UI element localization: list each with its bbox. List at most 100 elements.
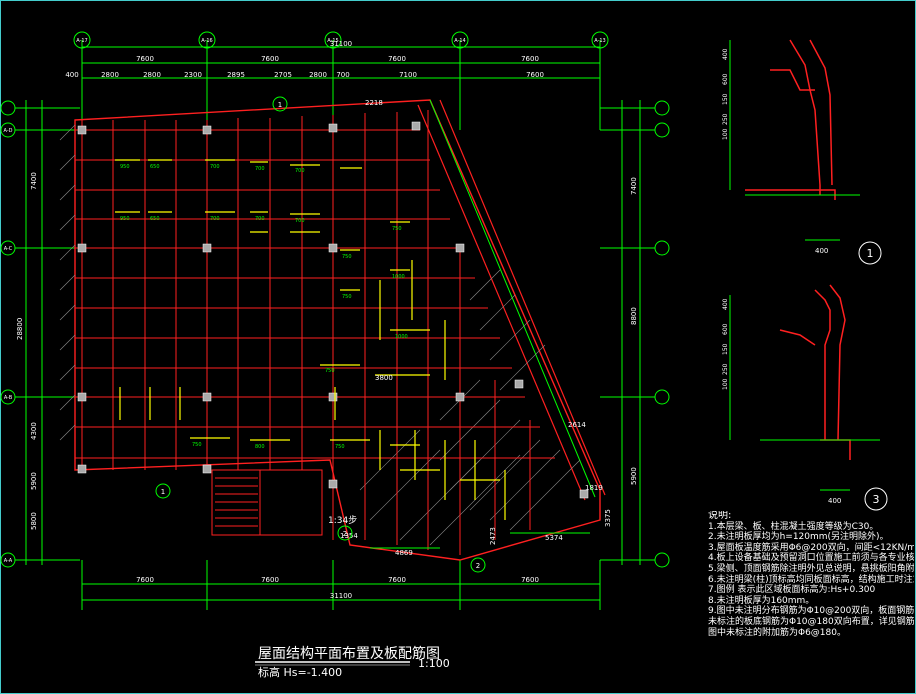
axis-label: A-B	[4, 395, 13, 401]
svg-text:700: 700	[295, 168, 305, 174]
section-marker-labels: 11 22	[161, 101, 480, 570]
svg-text:950: 950	[120, 164, 130, 170]
drawing-title: 屋面结构平面布置及板配筋图	[258, 646, 440, 662]
drawing-subtitle: 标高 Hs=-1.400	[258, 666, 343, 679]
note-item: 3.屋面板温度筋采用Φ6@200双向，间距<12KN/m²。	[708, 542, 914, 553]
svg-text:750: 750	[392, 226, 402, 232]
plate-dim: 2614	[568, 421, 586, 429]
bottom-total-dim: 31100	[330, 592, 352, 600]
svg-text:700: 700	[210, 216, 220, 222]
detail-bottom-dim: 400	[815, 247, 828, 255]
plate-dimension-text: 4869 5374 2218 2614 1819 3375 2473 1354 …	[340, 99, 612, 557]
svg-text:750: 750	[335, 444, 345, 450]
svg-text:750: 750	[192, 442, 202, 448]
svg-text:1: 1	[278, 101, 282, 109]
detail-dim: 250	[722, 113, 729, 125]
section-markers	[155, 96, 486, 573]
svg-text:750: 750	[325, 368, 335, 374]
axis-label: A-17	[76, 38, 87, 44]
right-dim: 7400	[630, 177, 638, 195]
top-bay-dim: 7600	[521, 55, 539, 63]
plate-dim: 3800	[375, 374, 393, 382]
rebar-marks	[115, 159, 506, 520]
top-subdim: 2800	[143, 71, 161, 79]
detail-dim: 100	[722, 378, 729, 390]
top-bay-dim: 7600	[261, 55, 279, 63]
note-item: 2.未注明板厚均为h=120mm(另注明除外)。	[708, 532, 889, 543]
floor-plan: A-17 A-16 A-15 A-14 A-13 31100 7600 7600…	[0, 31, 670, 610]
plate-dim: 1819	[585, 484, 603, 492]
detail-bottom-dim: 400	[828, 497, 841, 505]
note-item: 1.本层梁、板、柱混凝土强度等级为C30。	[708, 521, 879, 532]
detail-dim: 150	[722, 343, 729, 355]
top-dimension-lines	[81, 40, 601, 130]
detail-dim: 250	[722, 363, 729, 375]
detail-dim: 150	[722, 93, 729, 105]
svg-text:700: 700	[210, 164, 220, 170]
svg-text:750: 750	[342, 254, 352, 260]
bottom-dimension-text: 7600 7600 7600 7600 31100	[136, 576, 539, 600]
detail-dim: 400	[722, 48, 729, 60]
right-dim: 8800	[630, 307, 638, 325]
detail-3: 3 400 400 600 150 250 100	[722, 284, 888, 511]
note-item: 6.未注明梁(柱)顶标高均同板面标高，结构施工时注意预留。	[708, 574, 914, 585]
plate-outline	[74, 99, 601, 561]
note-item: 5.梁侧、顶面钢筋除注明外见总说明，悬挑板阳角附加放射筋。	[708, 563, 914, 574]
detail-dim: 100	[722, 128, 729, 140]
top-subdim: 2800	[309, 71, 327, 79]
columns	[77, 121, 589, 499]
slanted-wall	[417, 99, 606, 501]
plate-dim: 3375	[604, 509, 612, 527]
svg-text:700: 700	[295, 218, 305, 224]
svg-text:750: 750	[342, 294, 352, 300]
plate-dim: 5374	[545, 534, 563, 542]
detail-dim: 400	[722, 298, 729, 310]
axis-label: A-C	[4, 246, 13, 252]
axis-label: A-D	[4, 128, 13, 134]
left-dim: 7400	[30, 172, 38, 190]
stair	[211, 469, 323, 536]
detail-dim: 600	[722, 323, 729, 335]
top-axis-labels: A-17 A-16 A-15 A-14 A-13	[76, 38, 605, 44]
top-dimension-text: 31100 7600 7600 7600 7600 400 2800 2800 …	[65, 40, 544, 79]
svg-text:1000: 1000	[392, 274, 405, 280]
plate-dim: 2473	[489, 527, 497, 545]
right-dim: 5900	[630, 467, 638, 485]
axis-label: A-14	[454, 38, 465, 44]
notes-heading: 说明:	[708, 511, 732, 521]
note-item: 9.图中未注明分布钢筋为Φ10@200双向，板面钢筋锚入梁内。	[708, 606, 914, 617]
right-axis-system	[600, 100, 670, 568]
detail-number: 3	[873, 493, 880, 506]
plate-dim: 2218	[365, 99, 383, 107]
hatch-regions	[59, 124, 581, 546]
left-dim: 4300	[30, 422, 38, 440]
axis-label: A-13	[594, 38, 605, 44]
top-bay-dim: 7600	[136, 55, 154, 63]
title-underline	[255, 661, 410, 666]
bottom-dimension-lines	[81, 560, 601, 610]
drawing-scale: 1:100	[418, 657, 450, 670]
detail-number: 1	[867, 247, 874, 260]
left-dim: 5900	[30, 472, 38, 490]
svg-text:1000: 1000	[395, 334, 408, 340]
beam-grid	[75, 110, 555, 555]
top-subdim: 2705	[274, 71, 292, 79]
svg-text:1: 1	[161, 488, 165, 496]
bottom-bay-dim: 7600	[388, 576, 406, 584]
top-subdim: 7100	[399, 71, 417, 79]
note-item: 图中未标注的附加筋为Φ6@180。	[708, 627, 846, 638]
top-axis-bubbles	[73, 31, 609, 49]
bottom-bay-dim: 7600	[261, 576, 279, 584]
plate-dimension-lines	[370, 532, 590, 549]
axis-label: A-16	[201, 38, 212, 44]
bottom-bay-dim: 7600	[136, 576, 154, 584]
left-axis-labels: A-D A-C A-B A-A	[4, 128, 13, 564]
top-subdim: 2300	[184, 71, 202, 79]
stair-label: 1:34步	[328, 515, 357, 526]
right-dimension-text: 7400 8800 5900	[630, 177, 638, 485]
note-item: 7.图例 表示此区域板面标高为:Hs+0.300	[708, 585, 876, 596]
svg-text:950: 950	[120, 216, 130, 222]
note-item: 8.未注明板厚为160mm。	[708, 595, 815, 606]
top-subdim: 7600	[526, 71, 544, 79]
svg-text:2: 2	[343, 530, 347, 538]
